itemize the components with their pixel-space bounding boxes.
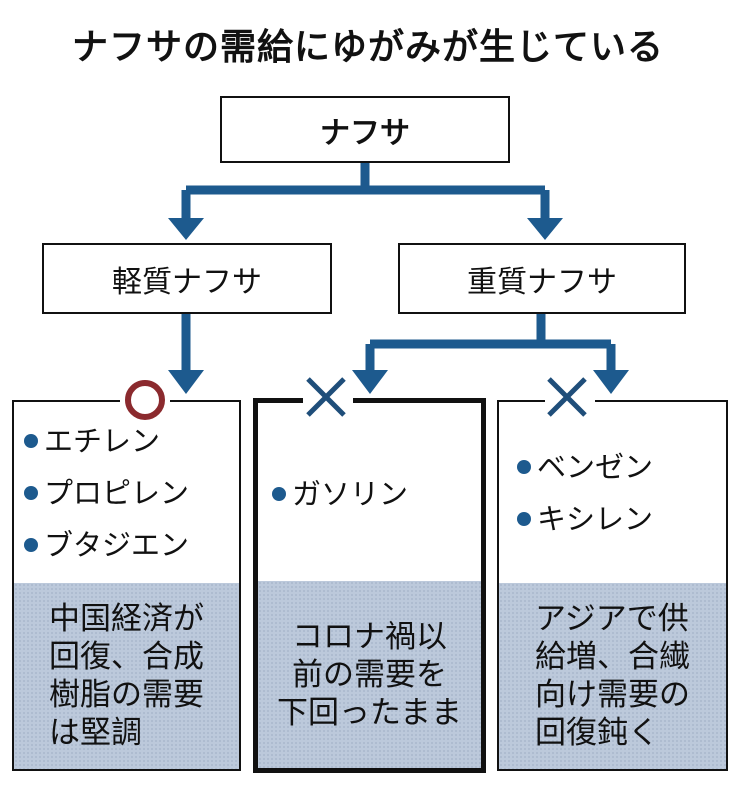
list-item: キシレン [517, 493, 726, 545]
arrowhead-cat2 [352, 370, 388, 394]
list-item: プロピレン [24, 467, 239, 519]
category-box-light: エチレン プロピレン ブタジエン 中国経済が 回復、合成 樹脂の需要 は堅調 [12, 400, 241, 771]
branch-label: 軽質ナフサ [112, 264, 262, 300]
branch-label: 重質ナフサ [467, 264, 617, 300]
list-item: エチレン [24, 415, 239, 467]
note-text: アジアで供 給増、合繊 向け需要の 回復鈍く [535, 601, 690, 751]
product-list: ガソリン [258, 403, 481, 584]
list-item: ブタジエン [24, 519, 239, 571]
cross-mark-icon [306, 377, 346, 417]
diagram-title: ナフサの需給にゆがみが生じている [71, 27, 664, 68]
branch-node-heavy-naphtha: 重質ナフサ [398, 243, 686, 314]
bullet-icon [517, 511, 531, 526]
bullet-icon [24, 485, 38, 500]
note-text: コロナ禍以 前の需要を 下回ったまま [276, 618, 463, 731]
list-item: ガソリン [272, 468, 481, 520]
product-list: エチレン プロピレン ブタジエン [14, 402, 239, 583]
note-band: 中国経済が 回復、合成 樹脂の需要 は堅調 [14, 583, 239, 769]
arrowhead-heavy [527, 218, 563, 240]
bullet-icon [24, 433, 38, 448]
cross-mark-icon [547, 377, 587, 417]
bullet-icon [517, 459, 531, 474]
bullet-icon [272, 486, 286, 501]
branch-node-light-naphtha: 軽質ナフサ [42, 243, 332, 314]
product-list: ベンゼン キシレン [499, 402, 726, 583]
category-box-aromatics: ベンゼン キシレン アジアで供 給増、合繊 向け需要の 回復鈍く [497, 400, 728, 771]
note-band: コロナ禍以 前の需要を 下回ったまま [258, 581, 481, 768]
arrowhead-cat3 [593, 370, 629, 394]
arrowhead-light [168, 218, 204, 240]
category-box-gasoline: ガソリン コロナ禍以 前の需要を 下回ったまま [253, 398, 486, 773]
root-node-naphtha: ナフサ [220, 96, 510, 163]
arrowhead-cat1 [168, 370, 204, 394]
list-item: ベンゼン [517, 441, 726, 493]
root-label: ナフサ [320, 115, 410, 151]
bullet-icon [24, 537, 38, 552]
circle-mark-icon [125, 380, 165, 420]
note-text: 中国経済が 回復、合成 樹脂の需要 は堅調 [49, 601, 204, 751]
note-band: アジアで供 給増、合繊 向け需要の 回復鈍く [499, 583, 726, 769]
